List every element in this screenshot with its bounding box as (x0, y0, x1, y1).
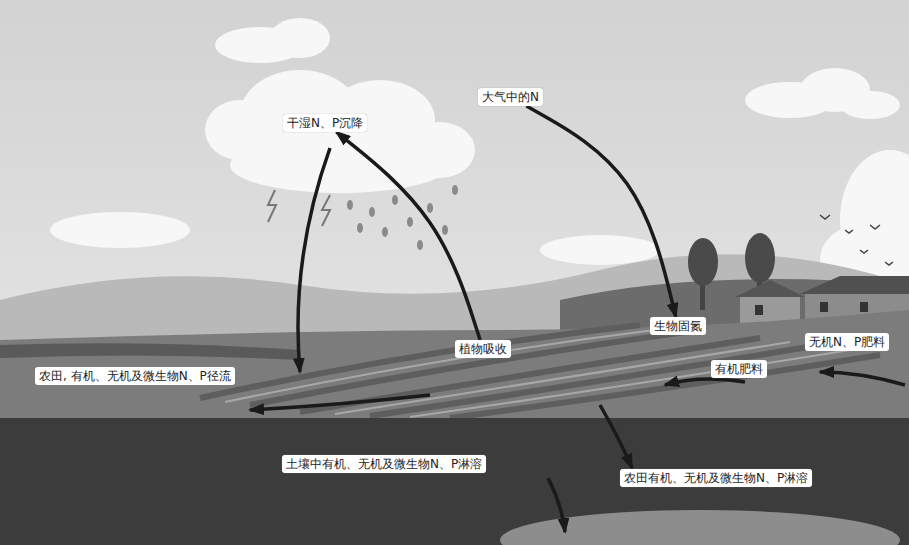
label-text: 大气中的N (482, 89, 539, 105)
label-text: 农田, 有机、无机及微生物N、P径流 (39, 368, 231, 384)
hill-edge (0, 343, 300, 360)
label-box: 无机N、P肥料 (805, 333, 889, 351)
label-text: 生物固氮 (654, 318, 702, 334)
flow-arrows (250, 148, 905, 532)
groundwater-pond (500, 510, 900, 545)
flow-arrow (336, 132, 480, 340)
rain-drops (347, 185, 458, 250)
label-box: 农田, 有机、无机及微生物N、P径流 (35, 367, 235, 385)
label-box: 植物吸收 (455, 340, 511, 358)
label-text: 植物吸收 (459, 341, 507, 357)
label-box: 农田有机、无机及微生物N、P淋溶 (620, 469, 812, 487)
label-box: 大气中的N (478, 88, 543, 106)
label-box: 干湿N、P沉降 (283, 114, 367, 132)
label-text: 土壤中有机、无机及微生物N、P淋溶 (286, 456, 482, 472)
label-text: 干湿N、P沉降 (287, 115, 363, 131)
farmland (0, 310, 909, 418)
label-text: 农田有机、无机及微生物N、P淋溶 (624, 470, 808, 486)
label-box: 生物固氮 (650, 317, 706, 335)
label-box: 土壤中有机、无机及微生物N、P淋溶 (282, 455, 486, 473)
label-box: 有机肥料 (711, 360, 767, 378)
lightning (268, 190, 330, 226)
clouds (50, 18, 909, 295)
label-text: 有机肥料 (715, 361, 763, 377)
birds (820, 215, 893, 265)
field-rows-light (225, 328, 850, 417)
label-text: 无机N、P肥料 (809, 334, 885, 350)
field-rows (200, 325, 880, 418)
flow-arrow (526, 106, 675, 317)
